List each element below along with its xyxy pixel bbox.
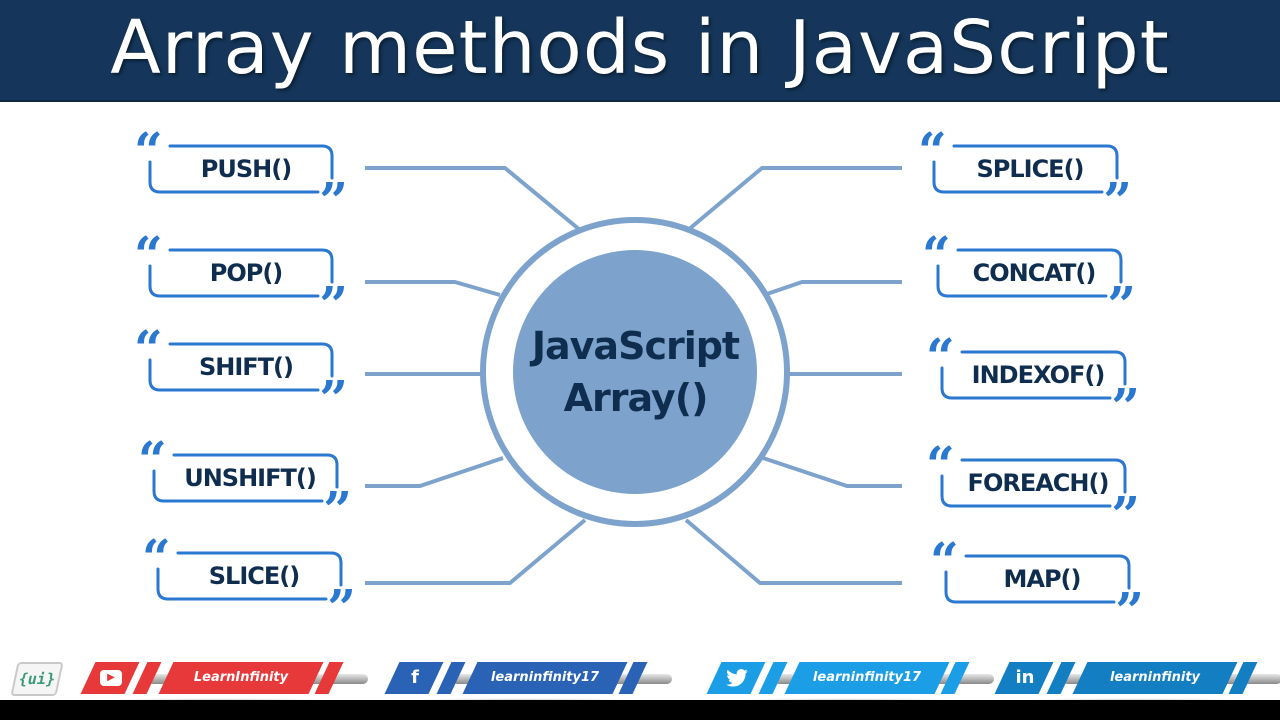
connector-concat (766, 280, 902, 296)
bottom-bar (0, 700, 1280, 720)
connector-splice (686, 166, 902, 232)
method-label: SHIFT() (198, 353, 294, 381)
method-box-map: “ MAP() ” (930, 536, 1144, 636)
method-box-pop: “ POP() ” (134, 230, 348, 330)
social-handle[interactable]: learninfinity17 (490, 670, 600, 685)
open-quote-icon: “ (134, 225, 163, 284)
close-quote-icon: ” (1111, 485, 1140, 544)
close-quote-icon: ” (319, 369, 348, 428)
open-quote-icon: “ (138, 430, 167, 489)
brand-logo: {ui} (10, 662, 64, 696)
social-youtube[interactable]: ▶ LearnInfinity (80, 662, 368, 704)
social-linkedin[interactable]: in learninfinity (994, 662, 1280, 704)
method-box-slice: “ SLICE() ” (142, 533, 356, 633)
connector-foreach (762, 456, 902, 488)
connector-push (365, 166, 582, 232)
close-quote-icon: ” (319, 171, 348, 230)
social-facebook[interactable]: f learninfinity17 (384, 662, 672, 704)
close-quote-icon: ” (327, 578, 356, 637)
method-box-indexof: “ INDEXOF() ” (926, 332, 1140, 432)
method-label: SLICE() (208, 562, 300, 590)
center-title-line2: Array() (563, 376, 709, 420)
youtube-icon: ▶ (96, 662, 126, 694)
social-handle[interactable]: LearnInfinity (193, 670, 289, 685)
connector-lines (365, 166, 902, 585)
title-banner: Array methods in JavaScript (0, 0, 1280, 102)
method-label: UNSHIFT() (184, 464, 317, 492)
social-twitter[interactable]: learninfinity17 (706, 662, 994, 704)
social-handle[interactable]: learninfinity (1109, 670, 1201, 685)
open-quote-icon: “ (918, 121, 947, 180)
social-handle[interactable]: learninfinity17 (812, 670, 922, 685)
close-quote-icon: ” (1115, 581, 1144, 640)
close-quote-icon: ” (1107, 275, 1136, 334)
linkedin-icon: in (1015, 667, 1035, 688)
connector-slice (365, 518, 587, 585)
connector-unshift (365, 456, 504, 488)
facebook-icon: f (411, 667, 419, 688)
close-quote-icon: ” (323, 480, 352, 539)
twitter-bird-icon (726, 669, 748, 687)
method-label: POP() (209, 259, 284, 287)
close-quote-icon: ” (1111, 377, 1140, 436)
method-label: PUSH() (200, 155, 292, 183)
method-box-concat: “ CONCAT() ” (922, 230, 1136, 330)
open-quote-icon: “ (930, 531, 959, 590)
open-quote-icon: “ (134, 121, 163, 180)
box-frames (148, 144, 1131, 604)
method-label: CONCAT() (972, 259, 1097, 287)
connector-map (684, 518, 902, 585)
method-box-foreach: “ FOREACH() ” (926, 440, 1140, 540)
close-quote-icon: ” (1103, 171, 1132, 230)
open-quote-icon: “ (926, 435, 955, 494)
method-box-shift: “ SHIFT() ” (134, 324, 348, 424)
method-box-splice: “ SPLICE() ” (918, 126, 1132, 226)
open-quote-icon: “ (926, 327, 955, 386)
center-node: JavaScript Array() (513, 320, 758, 424)
method-label: SPLICE() (976, 155, 1084, 183)
center-title-line1: JavaScript (531, 324, 740, 368)
close-quote-icon: ” (319, 275, 348, 334)
inner-circle (513, 250, 757, 494)
page-title: Array methods in JavaScript (110, 5, 1170, 91)
method-box-push: “ PUSH() ” (134, 126, 348, 226)
connector-pop (365, 280, 501, 297)
open-quote-icon: “ (922, 225, 951, 284)
open-quote-icon: “ (134, 319, 163, 378)
method-label: MAP() (1003, 565, 1082, 593)
method-label: FOREACH() (967, 469, 1110, 497)
youtube-play-icon: ▶ (100, 670, 122, 686)
method-box-unshift: “ UNSHIFT() ” (138, 435, 352, 535)
method-label: INDEXOF() (971, 361, 1106, 389)
open-quote-icon: “ (142, 528, 171, 587)
twitter-icon (722, 662, 752, 694)
